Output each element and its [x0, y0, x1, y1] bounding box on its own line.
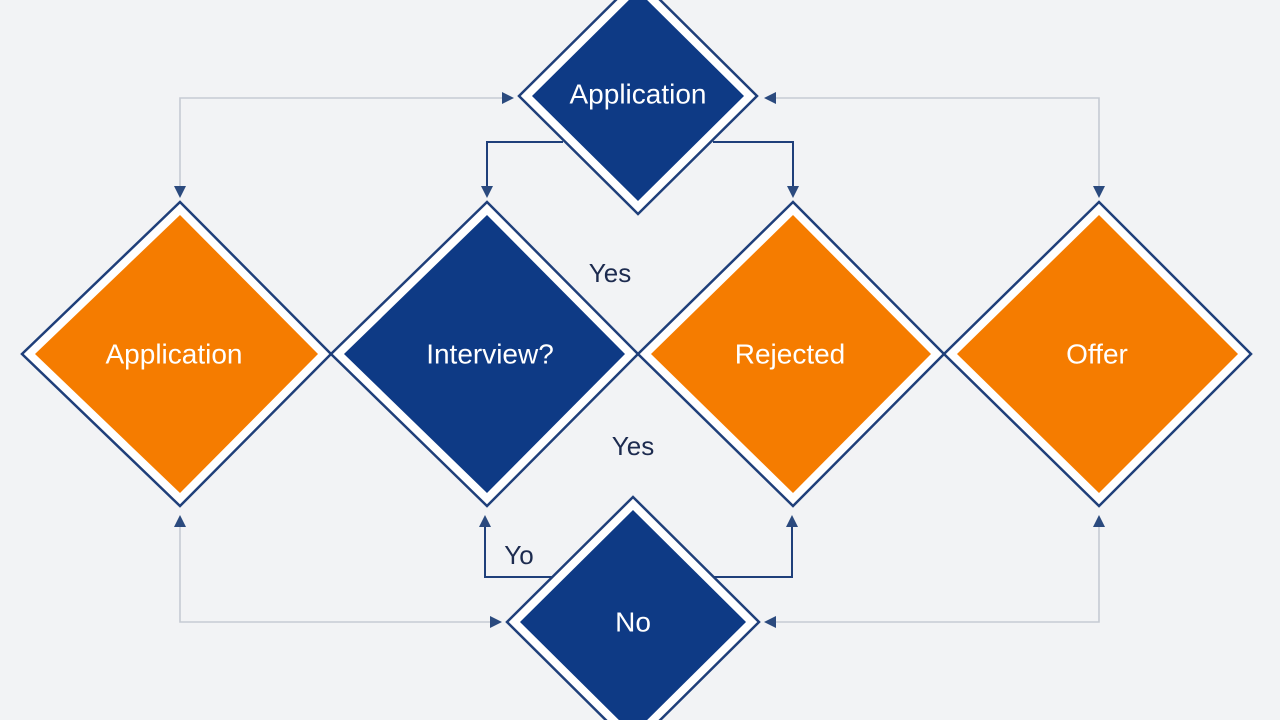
- diamond-offer-fill: [957, 215, 1238, 493]
- node-top-application: Application: [517, 0, 759, 216]
- arrowhead-into-interview-node: [481, 186, 493, 198]
- edge-label-yo: Yo: [504, 540, 533, 570]
- edge-label-yes-lower: Yes: [612, 431, 654, 461]
- connector-offer-to-bottom: [770, 525, 1100, 623]
- node-bottom-label: No: [615, 606, 651, 637]
- diamond-bottom-fill: [520, 510, 746, 720]
- arrowhead-into-offer-node: [1093, 186, 1105, 198]
- connector-bottom-to-rejected: [712, 525, 793, 578]
- diamond-top-fill: [532, 0, 744, 201]
- connector-bottom-to-interview: [484, 525, 558, 578]
- arrowhead-into-bottom-left: [490, 616, 502, 628]
- diamond-left-fill: [35, 215, 318, 493]
- diamond-interview-fill: [344, 215, 625, 493]
- node-bottom-no: No: [505, 495, 761, 720]
- node-offer: Offer: [942, 200, 1253, 508]
- connector-top-to-rejected: [713, 141, 794, 190]
- node-left-label: Application: [106, 338, 243, 369]
- node-interview-label: Interview?: [426, 338, 554, 369]
- diamond-rejected-fill: [651, 215, 931, 493]
- node-top-label: Application: [570, 78, 707, 109]
- connector-left-to-bottom: [179, 525, 495, 623]
- node-rejected: Rejected: [636, 200, 946, 508]
- arrowhead-up-rejected-node: [786, 515, 798, 527]
- node-left-application: Application: [20, 200, 333, 508]
- edge-label-yes-upper: Yes: [589, 258, 631, 288]
- node-offer-label: Offer: [1066, 338, 1128, 369]
- connector-top-to-interview: [486, 141, 563, 190]
- connector-top-to-left: [179, 97, 510, 190]
- arrowhead-up-offer-node: [1093, 515, 1105, 527]
- node-interview: Interview?: [329, 200, 640, 508]
- connector-top-to-offer: [770, 97, 1100, 190]
- arrowhead-up-left-node: [174, 515, 186, 527]
- arrowhead-into-rejected-node: [787, 186, 799, 198]
- arrowhead-up-interview-node: [479, 515, 491, 527]
- arrowhead-into-bottom-right: [764, 616, 776, 628]
- arrowhead-into-top-right: [764, 92, 776, 104]
- arrowhead-into-left-node: [174, 186, 186, 198]
- arrowhead-into-top-left: [502, 92, 514, 104]
- node-rejected-label: Rejected: [735, 338, 846, 369]
